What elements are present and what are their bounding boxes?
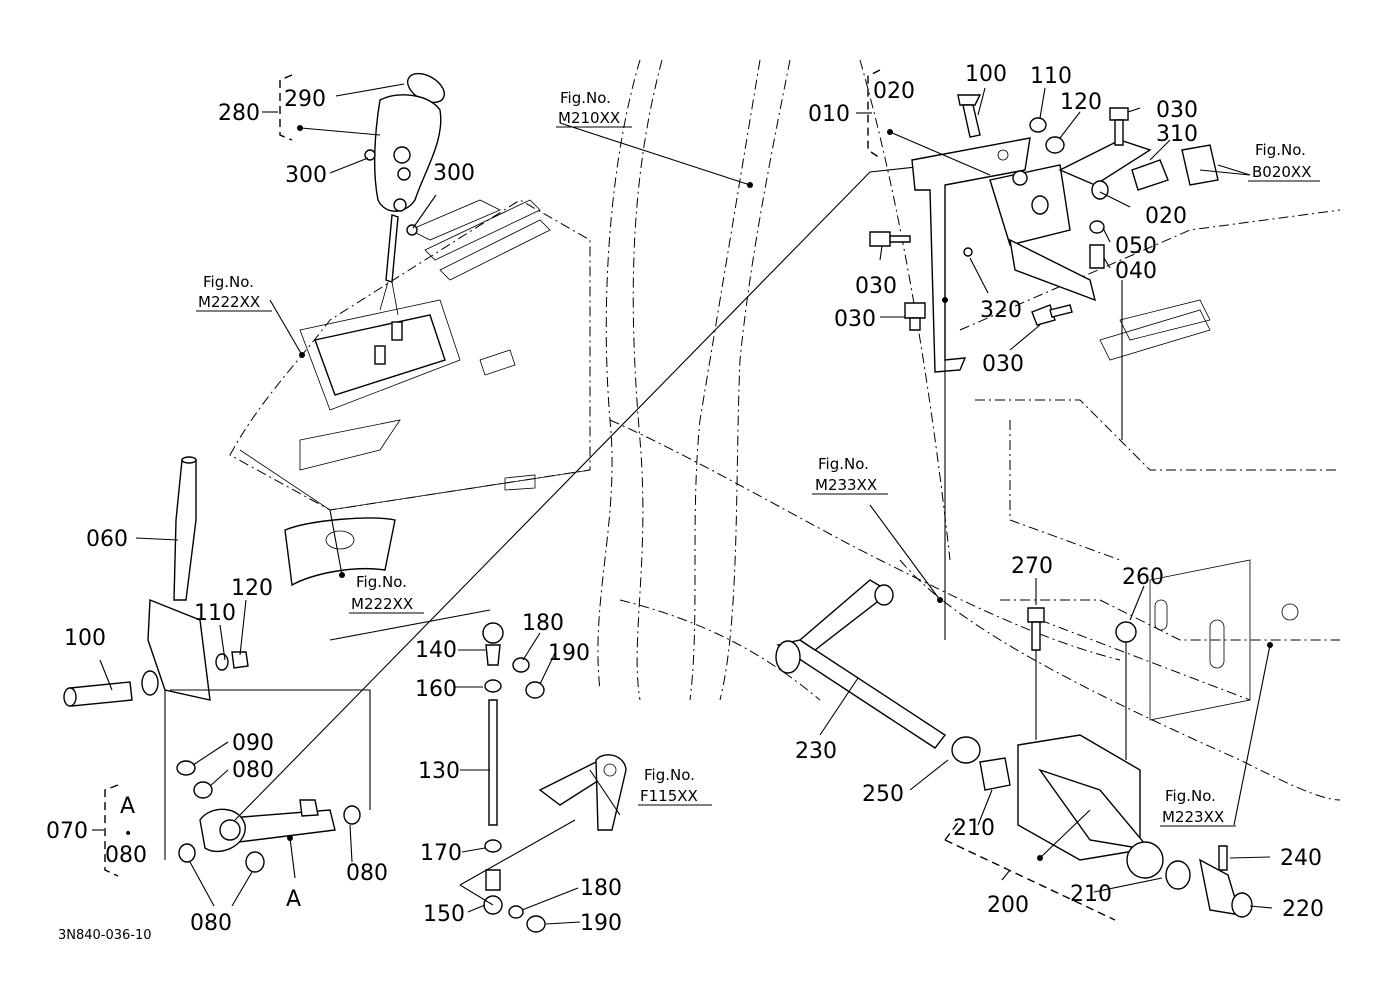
reference-dots xyxy=(287,125,1273,861)
switch xyxy=(1031,139,1219,215)
callout-270: 270 xyxy=(1011,554,1053,579)
callout-030-b: 030 xyxy=(855,274,897,299)
callout-220: 220 xyxy=(1282,897,1324,922)
callout-240: 240 xyxy=(1280,846,1322,871)
svg-text:M223XX: M223XX xyxy=(1162,808,1224,826)
svg-text:Fig.No.: Fig.No. xyxy=(644,766,695,784)
svg-text:M233XX: M233XX xyxy=(815,476,877,494)
ref-m222-b: Fig.No. M222XX xyxy=(349,573,424,614)
fender-outline xyxy=(597,59,1121,701)
callout-010: 010 xyxy=(808,102,850,127)
ref-b020: Fig.No. B020XX xyxy=(1248,141,1320,182)
callout-110-a: 110 xyxy=(194,601,236,626)
callout-080-c: 080 xyxy=(346,861,388,886)
callout-190-a: 190 xyxy=(548,641,590,666)
callout-040: 040 xyxy=(1115,259,1157,284)
callout-030-d: 030 xyxy=(982,352,1024,377)
rod-leader xyxy=(459,819,576,906)
ref-m223: Fig.No. M223XX xyxy=(1160,787,1236,827)
callout-030-a: 030 xyxy=(1156,98,1198,123)
callout-120-a: 120 xyxy=(231,576,273,601)
callout-300-b: 300 xyxy=(433,161,475,186)
callout-080-d: 080 xyxy=(190,911,232,936)
callout-110-b: 110 xyxy=(1030,64,1072,89)
svg-text:F115XX: F115XX xyxy=(640,787,698,805)
callout-080-a: 080 xyxy=(232,758,274,783)
callout-280: 280 xyxy=(218,101,260,126)
link-arm xyxy=(176,760,361,873)
leader-lines xyxy=(99,83,1273,925)
callout-100-b: 100 xyxy=(965,62,1007,87)
ref-m210: Fig.No. M210XX xyxy=(556,89,632,128)
ref-f115: Fig.No. F115XX xyxy=(638,766,712,806)
callout-170: 170 xyxy=(420,841,462,866)
callout-180-a: 180 xyxy=(522,611,564,636)
callout-030-c: 030 xyxy=(834,307,876,332)
callout-190-b: 190 xyxy=(580,911,622,936)
support-bracket-outline xyxy=(944,819,1116,921)
callout-140: 140 xyxy=(415,638,457,663)
bracket xyxy=(911,137,1097,373)
callout-A-2: A xyxy=(286,887,301,912)
svg-text:M210XX: M210XX xyxy=(558,109,620,127)
callout-320: 320 xyxy=(980,298,1022,323)
svg-text:Fig.No.: Fig.No. xyxy=(203,273,254,291)
ref-m222-a: Fig.No. M222XX xyxy=(196,273,272,312)
ref-m233: Fig.No. M233XX xyxy=(812,455,888,495)
callout-250: 250 xyxy=(862,782,904,807)
cross-shaft xyxy=(775,579,947,749)
callout-300-a: 300 xyxy=(285,163,327,188)
support-block xyxy=(951,734,1253,918)
callout-050: 050 xyxy=(1115,234,1157,259)
diagram-code: 3N840-036-10 xyxy=(58,928,152,943)
callout-070: 070 xyxy=(46,819,88,844)
group-brackets xyxy=(92,69,881,877)
shift-lever xyxy=(63,456,249,707)
svg-text:Fig.No.: Fig.No. xyxy=(560,89,611,107)
shift-knob xyxy=(364,72,446,365)
callout-A-1: A xyxy=(120,794,135,819)
bracket-leaders xyxy=(944,280,1127,760)
callout-200: 200 xyxy=(987,893,1029,918)
callout-230: 230 xyxy=(795,739,837,764)
lever-boot xyxy=(284,517,396,587)
callout-290: 290 xyxy=(284,87,326,112)
svg-text:Fig.No.: Fig.No. xyxy=(818,455,869,473)
callout-120-b: 120 xyxy=(1060,90,1102,115)
callout-090: 090 xyxy=(232,731,274,756)
rod-assembly xyxy=(482,622,546,933)
pedal-arm xyxy=(538,754,627,831)
callout-020-b: 020 xyxy=(1145,204,1187,229)
callout-210-a: 210 xyxy=(953,816,995,841)
callout-dot: • xyxy=(124,826,132,842)
lever-frame xyxy=(164,609,491,860)
callout-160: 160 xyxy=(415,677,457,702)
callout-210-b: 210 xyxy=(1070,882,1112,907)
figure-references: Fig.No. M210XX Fig.No. M222XX Fig.No. M2… xyxy=(196,89,1320,827)
svg-text:Fig.No.: Fig.No. xyxy=(1165,787,1216,805)
svg-text:M222XX: M222XX xyxy=(198,293,260,311)
callout-100-a: 100 xyxy=(64,626,106,651)
floor-panel xyxy=(899,209,1341,801)
svg-text:Fig.No.: Fig.No. xyxy=(1255,141,1306,159)
callout-060: 060 xyxy=(86,527,128,552)
svg-text:B020XX: B020XX xyxy=(1252,163,1311,181)
svg-text:Fig.No.: Fig.No. xyxy=(356,573,407,591)
callout-150: 150 xyxy=(423,902,465,927)
callout-130: 130 xyxy=(418,759,460,784)
callout-020-a: 020 xyxy=(873,79,915,104)
connector-line xyxy=(234,157,1001,821)
callout-180-b: 180 xyxy=(580,876,622,901)
callout-080-b: 080 xyxy=(105,843,147,868)
lever-cover xyxy=(229,199,591,511)
callout-310: 310 xyxy=(1156,122,1198,147)
svg-text:M222XX: M222XX xyxy=(351,595,413,613)
callout-260: 260 xyxy=(1122,565,1164,590)
callout-labels: 290 280 300 300 060 120 110 100 090 080 … xyxy=(46,62,1324,936)
